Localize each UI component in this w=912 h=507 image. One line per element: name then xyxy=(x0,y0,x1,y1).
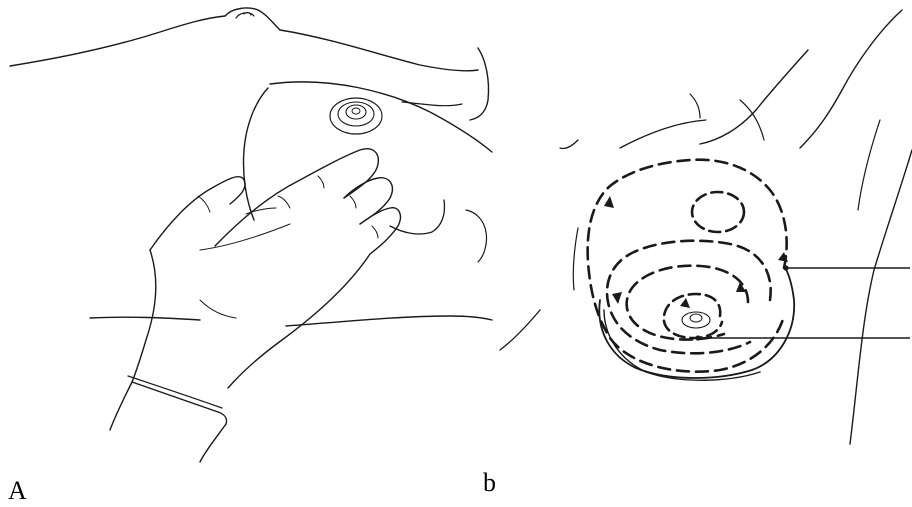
areola xyxy=(330,98,382,134)
examining-hand xyxy=(110,149,400,462)
leader-dot-upper xyxy=(783,265,788,270)
collar-line xyxy=(620,120,706,148)
arm-detail xyxy=(690,94,700,118)
torso-right-line xyxy=(286,316,492,326)
torso-lower-line xyxy=(90,317,200,320)
arm-outline xyxy=(470,48,489,120)
torso-outline xyxy=(10,16,225,66)
arm-mid-line xyxy=(700,50,808,144)
left-breast-top xyxy=(225,8,280,30)
left-edge-b1 xyxy=(573,228,578,290)
arrow-inner xyxy=(680,298,690,308)
chest-crease xyxy=(270,82,492,152)
axillary-loop xyxy=(692,192,744,232)
panel-label-a: A xyxy=(8,478,27,504)
panel-label-b: b xyxy=(483,470,496,496)
shoulder-crease xyxy=(740,100,764,140)
arrow-outer-left xyxy=(604,196,614,208)
torso-edge-b xyxy=(850,150,912,444)
left-edge-b2 xyxy=(500,310,540,350)
panel-b-drawing xyxy=(500,10,912,444)
arm-upper-line xyxy=(800,10,902,148)
panel-a-drawing xyxy=(10,8,492,462)
spiral-loop-2 xyxy=(607,241,771,354)
spiral-inner xyxy=(664,294,722,338)
nipple-b xyxy=(682,312,710,328)
upper-nipple xyxy=(236,13,254,18)
shoulder-line xyxy=(280,30,478,71)
side-bulge xyxy=(466,210,487,262)
torso-inner-b xyxy=(858,120,880,210)
leader-lines xyxy=(695,265,910,340)
leader-dot-lower xyxy=(695,335,700,340)
arrow-loop-left xyxy=(612,292,622,304)
breast-outline xyxy=(243,88,268,220)
chest-line-b xyxy=(560,140,578,149)
breast-lower-edge xyxy=(390,200,445,234)
